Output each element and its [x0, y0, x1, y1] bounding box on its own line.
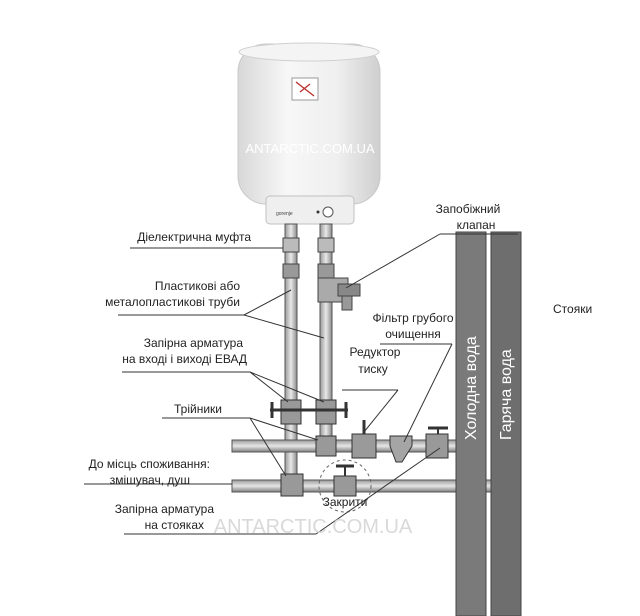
leader-lines — [84, 233, 518, 535]
reducer-label-line2: тиску — [358, 362, 388, 376]
closed-valve-icon — [333, 475, 357, 497]
control-panel — [265, 195, 355, 225]
risers: Холодна вода Гаряча вода — [455, 231, 522, 616]
svg-text:gorenje: gorenje — [276, 211, 293, 217]
shutoff-label-line2: на вході і виході ЕВАД — [122, 352, 247, 366]
warning-sticker-icon — [291, 77, 319, 101]
pipes-label-line2: металопластикові труби — [105, 295, 240, 309]
heater-shutoff-valve-left-icon — [270, 399, 312, 425]
coarse-filter-icon — [389, 435, 413, 463]
cold-water-line — [231, 420, 469, 463]
thermostat-knob-icon — [322, 206, 334, 218]
closed-marker-circle — [318, 459, 372, 513]
close-label: Закрити — [323, 495, 368, 509]
filter-label-line1: Фільтр грубого — [373, 311, 454, 325]
pressure-reducer-icon — [351, 433, 377, 459]
consumers-label-line2: змішувач, душ — [110, 473, 190, 487]
reducer-label-line1: Редуктор — [350, 345, 401, 359]
shutoff-label-line1: Запірна арматура — [144, 336, 244, 350]
riser-valves-label-line1: Запірна арматура — [115, 502, 215, 516]
dielectric-coupling-label: Діелектрична муфта — [137, 230, 251, 244]
riser-valves-label-line2: на стояках — [145, 518, 204, 532]
cold-water-label: Холодна вода — [463, 336, 480, 440]
water-heater: gorenje ANTARCTIC.COM.UA — [237, 42, 381, 225]
cold-riser-valve-icon — [425, 433, 449, 459]
heater-watermark: ANTARCTIC.COM.UA — [245, 141, 374, 156]
heater-shutoff-valve-right-icon — [306, 399, 348, 425]
bottom-watermark: ANTARCTIC.COM.UA — [214, 516, 413, 538]
pipes-label-line1: Пластикові або — [155, 279, 240, 293]
filter-label-line2: очищення — [385, 327, 441, 341]
tees-label: Трійники — [174, 402, 222, 416]
labels: Діелектрична муфта Пластикові або метало… — [89, 202, 593, 532]
safety-valve-icon — [317, 277, 361, 311]
hot-water-line — [231, 459, 499, 513]
safety-valve-label-line2: клапан — [457, 218, 496, 232]
hot-water-label: Гаряча вода — [498, 349, 515, 440]
consumers-label-line1: До місць споживання: — [89, 457, 210, 471]
risers-label: Стояки — [553, 302, 592, 316]
safety-valve-label-line1: Запобіжний — [436, 202, 501, 216]
